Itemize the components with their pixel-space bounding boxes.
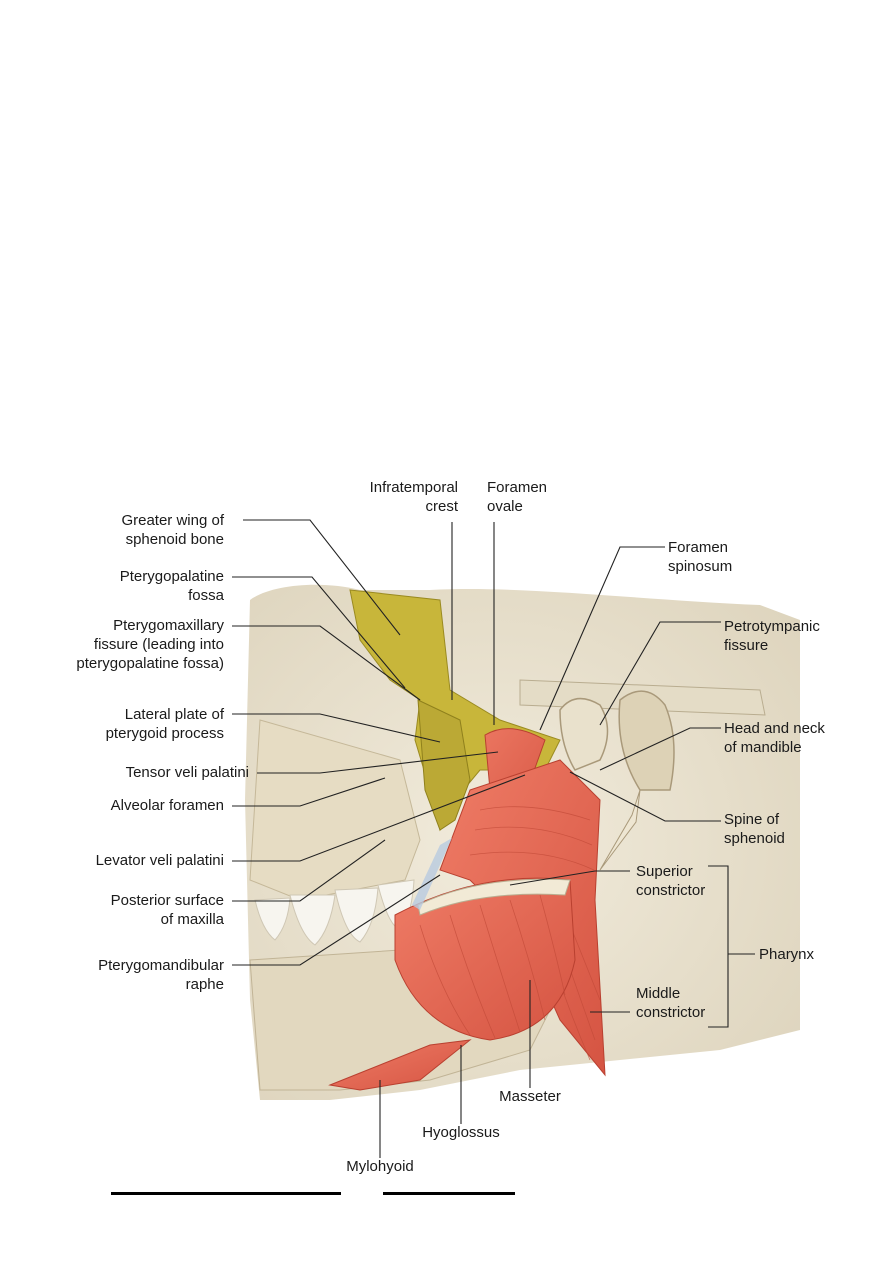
label-pterygopalatine-fossa: Pterygopalatine fossa	[119, 568, 224, 604]
label-head-neck-mandible: Head and neck of mandible	[724, 720, 825, 756]
label-levator-veli-palatini: Levator veli palatini	[95, 852, 224, 869]
ear-canal	[618, 690, 675, 791]
leader-lines	[232, 519, 755, 1158]
styloid-process	[599, 789, 641, 871]
label-greater-wing: Greater wing of sphenoid bone	[121, 512, 224, 548]
label-pterygomaxillary-fissure: Pterygomaxillary fissure (leading into p…	[76, 617, 224, 672]
mylohyoid-muscle	[328, 1039, 472, 1091]
label-pharynx: Pharynx	[759, 946, 815, 963]
maxilla	[249, 719, 421, 901]
label-pterygomandibular-raphe: Pterygomandibular raphe	[98, 957, 224, 993]
masseter-cut-surface	[417, 878, 571, 916]
label-mylohyoid: Mylohyoid	[346, 1158, 414, 1175]
raphe-band	[412, 838, 452, 910]
label-petrotympanic-fissure: Petrotympanic fissure	[724, 618, 820, 654]
label-posterior-surface-maxilla: Posterior surface of maxilla	[110, 892, 224, 928]
label-infratemporal-crest: Infratemporal crest	[369, 479, 458, 515]
pterygoid-plate	[417, 699, 471, 831]
label-tensor-veli-palatini: Tensor veli palatini	[125, 764, 249, 781]
masseter-fibers	[419, 894, 566, 1039]
label-superior-constrictor: Superior constrictor	[636, 863, 706, 899]
label-foramen-ovale: Foramen ovale	[487, 479, 548, 515]
mandible-condyle	[559, 697, 609, 771]
label-middle-constrictor: Middle constrictor	[636, 985, 706, 1021]
bottom-rule-right	[383, 1192, 515, 1195]
label-lateral-plate: Lateral plate of pterygoid process	[105, 706, 224, 742]
label-masseter: Masseter	[499, 1088, 561, 1105]
label-spine-sphenoid: Spine of sphenoid	[724, 811, 785, 847]
label-foramen-spinosum: Foramen spinosum	[668, 539, 733, 575]
bottom-rule-left	[111, 1192, 341, 1195]
label-alveolar-foramen: Alveolar foramen	[110, 797, 224, 814]
label-hyoglossus: Hyoglossus	[422, 1124, 500, 1141]
